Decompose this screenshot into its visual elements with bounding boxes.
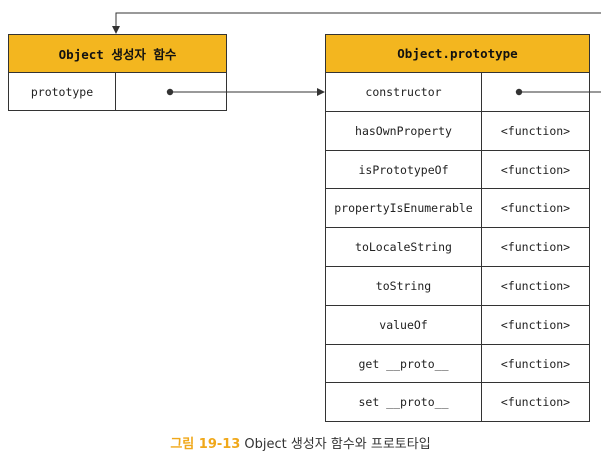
object-constructor-title: Object 생성자 함수: [58, 47, 177, 62]
proto-value-set-proto: <function>: [481, 382, 590, 422]
proto-value-propertyisenumerable: <function>: [481, 188, 590, 228]
proto-key-isprototypeof: isPrototypeOf: [325, 150, 482, 189]
figure-caption-text: Object 생성자 함수와 프로토타입: [244, 437, 431, 452]
proto-value-get-proto: <function>: [481, 344, 590, 383]
object-prototype-title: Object.prototype: [397, 46, 518, 61]
figure-number: 그림 19-13: [170, 437, 241, 452]
proto-value-hasownproperty: <function>: [481, 111, 590, 151]
constructor-pointer-arrowhead: [112, 26, 120, 34]
object-constructor-key-prototype-label: prototype: [30, 84, 94, 99]
object-constructor-header: Object 생성자 함수: [8, 34, 227, 73]
proto-value-valueof: <function>: [481, 305, 590, 345]
proto-value-tolocalestring: <function>: [481, 227, 590, 267]
prototype-pointer-arrowhead: [317, 88, 325, 96]
proto-key-valueof: valueOf: [325, 305, 482, 345]
proto-value-isprototypeof: <function>: [481, 150, 590, 189]
constructor-return-line: [115, 12, 601, 27]
proto-key-set-proto: set __proto__: [325, 382, 482, 422]
object-constructor-key-prototype: prototype: [8, 72, 116, 111]
